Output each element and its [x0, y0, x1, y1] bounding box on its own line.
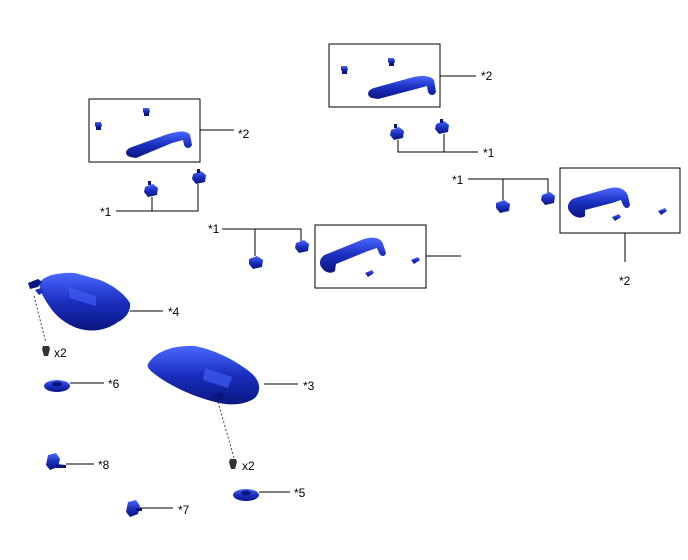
visor-holder-left: *6 — [44, 377, 120, 392]
callout-label: *5 — [294, 486, 306, 500]
grip-clip-icon — [295, 240, 309, 253]
grip-handle-icon — [368, 75, 436, 99]
grip-screw-icon — [388, 58, 395, 66]
grip-clip-icon — [435, 119, 449, 134]
callout-label: *2 — [619, 274, 631, 288]
callout-label: *1 — [208, 222, 220, 236]
grip-clip-icon — [541, 192, 555, 205]
callout-label: *2 — [238, 127, 250, 141]
callout-label: *1 — [100, 205, 112, 219]
screw-guide-line — [217, 401, 235, 459]
assist-grip-group-top: *2 *1 — [328, 43, 495, 160]
grip-screw-icon — [95, 122, 102, 130]
screw-icon — [42, 346, 50, 356]
screw-icon — [229, 459, 237, 469]
grip-handle-icon — [567, 187, 630, 218]
leader-line — [151, 184, 199, 212]
assist-grip-group-left: *2 *1 — [88, 98, 250, 219]
assist-grip-box-top — [328, 43, 441, 108]
visor-clip-upper: *8 — [46, 453, 110, 472]
grip-handle-icon — [319, 237, 386, 273]
grip-screw-icon — [341, 66, 348, 74]
grip-handle-icon — [126, 131, 192, 158]
grip-clip-icon — [390, 124, 404, 140]
assist-grip-box-right — [559, 167, 681, 234]
grip-screw-icon — [658, 208, 667, 215]
visor-clip-icon — [46, 453, 66, 470]
sun-visor-right: x2 *3 — [147, 345, 315, 473]
visor-holder-icon — [233, 489, 259, 501]
screw-guide-line — [33, 295, 47, 344]
callout-label: *4 — [168, 305, 180, 319]
grip-screw-icon — [411, 257, 420, 264]
visor-clip-lower: *7 — [126, 500, 190, 517]
sun-visor-left: x2 *4 — [28, 272, 180, 360]
callout-label: *6 — [108, 377, 120, 391]
quantity-label: x2 — [242, 459, 255, 473]
leader-line — [502, 178, 549, 200]
callout-label: *1 — [483, 146, 495, 160]
callout-label: *1 — [452, 173, 464, 187]
visor-holder-right: *5 — [233, 486, 306, 501]
callout-label: *2 — [481, 69, 493, 83]
grip-clip-icon — [192, 169, 206, 184]
visor-clip-icon — [126, 500, 142, 517]
sun-visor-icon — [147, 345, 260, 405]
leader-line — [254, 228, 302, 256]
grip-clip-icon — [144, 181, 158, 197]
callout-label: *7 — [178, 503, 190, 517]
grip-clip-icon — [496, 200, 510, 213]
quantity-label: x2 — [54, 346, 67, 360]
callout-label: *8 — [98, 458, 110, 472]
leader-line — [397, 134, 445, 153]
grip-clip-icon — [249, 256, 263, 269]
visor-holder-icon — [44, 380, 70, 392]
sun-visor-icon — [28, 272, 131, 331]
grip-screw-icon — [143, 108, 150, 116]
grip-screw-icon — [365, 270, 374, 277]
callout-label: *3 — [303, 379, 315, 393]
assist-grip-group-right: *2 *1 — [452, 167, 681, 288]
assist-grip-group-middle: *1 — [208, 222, 461, 289]
grip-screw-icon — [612, 214, 621, 221]
